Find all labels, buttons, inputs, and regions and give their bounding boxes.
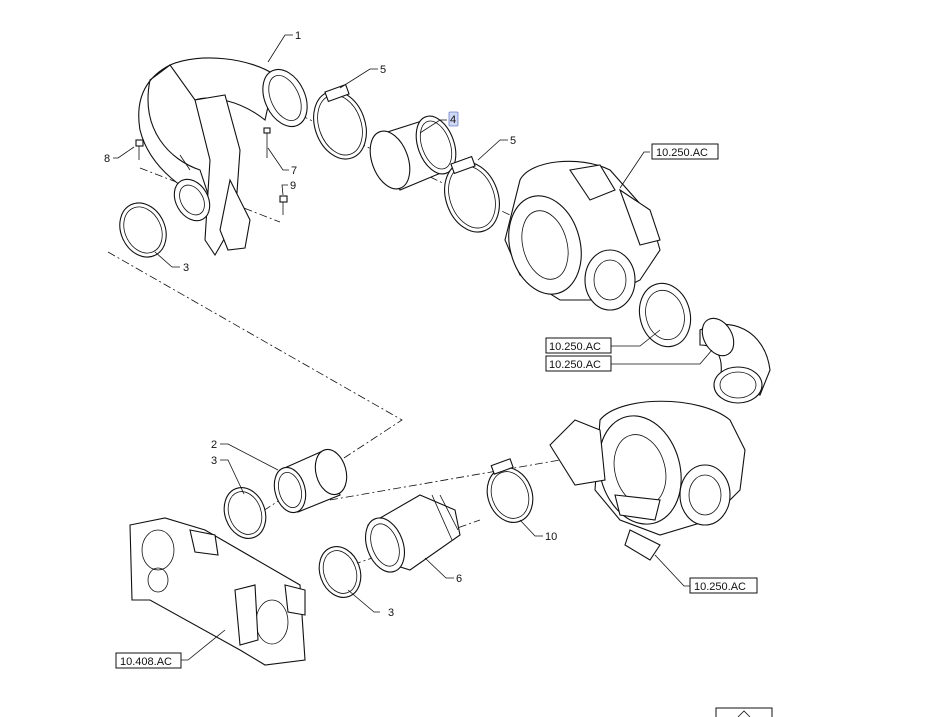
corner-navigation-box[interactable] — [715, 707, 773, 717]
callout-5-upper[interactable]: 5 — [380, 64, 386, 76]
callout-10[interactable]: 10 — [545, 531, 557, 543]
hose-clamp-5-upper[interactable] — [305, 83, 376, 167]
svg-text:10.250.AC: 10.250.AC — [549, 341, 601, 353]
callout-4[interactable]: 4 — [450, 114, 456, 126]
compressor-inlet-ring[interactable] — [633, 278, 698, 353]
bolt-7[interactable] — [263, 127, 271, 158]
intake-elbow-tube[interactable] — [138, 57, 316, 257]
hose-clamp-3-lower[interactable] — [312, 541, 367, 604]
hose-clamp-5-lower[interactable] — [435, 154, 508, 239]
bolt-8[interactable] — [135, 139, 144, 160]
callout-4-highlight — [448, 111, 459, 127]
svg-text:10.408.AC: 10.408.AC — [120, 656, 172, 668]
reference-box-inlet-b[interactable]: 10.250.AC — [545, 355, 612, 372]
tube-2[interactable] — [270, 446, 352, 516]
callout-2[interactable]: 2 — [211, 439, 217, 451]
coupling-sleeve-4[interactable] — [363, 111, 463, 195]
callout-3-lower[interactable]: 3 — [388, 607, 394, 619]
reference-box-turbo-top[interactable]: 10.250.AC — [651, 143, 719, 160]
callout-3-upper[interactable]: 3 — [183, 262, 189, 274]
hose-clamp-3-upper[interactable] — [111, 195, 175, 264]
callout-labels: 1 5 4 5 8 7 9 3 2 3 6 3 10 — [104, 30, 557, 619]
svg-text:10.250.AC: 10.250.AC — [656, 147, 708, 159]
bellows-hose-6[interactable] — [359, 494, 461, 577]
callout-1[interactable]: 1 — [295, 30, 301, 42]
inlet-elbow[interactable] — [696, 313, 771, 404]
turbocharger-lower[interactable] — [549, 400, 746, 561]
hose-clamp-3-middle[interactable] — [217, 482, 272, 545]
callout-6[interactable]: 6 — [456, 573, 462, 585]
svg-text:10.250.AC: 10.250.AC — [549, 359, 601, 371]
reference-box-intake-manifold[interactable]: 10.408.AC — [115, 652, 182, 669]
callout-8[interactable]: 8 — [104, 153, 110, 165]
hose-clamp-10[interactable] — [480, 458, 540, 529]
callout-3-middle[interactable]: 3 — [211, 455, 217, 467]
intake-manifold[interactable] — [129, 517, 306, 666]
reference-box-inlet-a[interactable]: 10.250.AC — [545, 337, 612, 354]
reference-box-turbo-bottom[interactable]: 10.250.AC — [689, 577, 758, 594]
callout-7[interactable]: 7 — [291, 165, 297, 177]
callout-5-lower[interactable]: 5 — [510, 135, 516, 147]
bolt-9[interactable] — [279, 195, 288, 215]
leader-lines — [113, 34, 713, 661]
callout-9[interactable]: 9 — [290, 180, 296, 192]
turbocharger-upper[interactable] — [498, 160, 661, 311]
svg-text:10.250.AC: 10.250.AC — [694, 581, 746, 593]
